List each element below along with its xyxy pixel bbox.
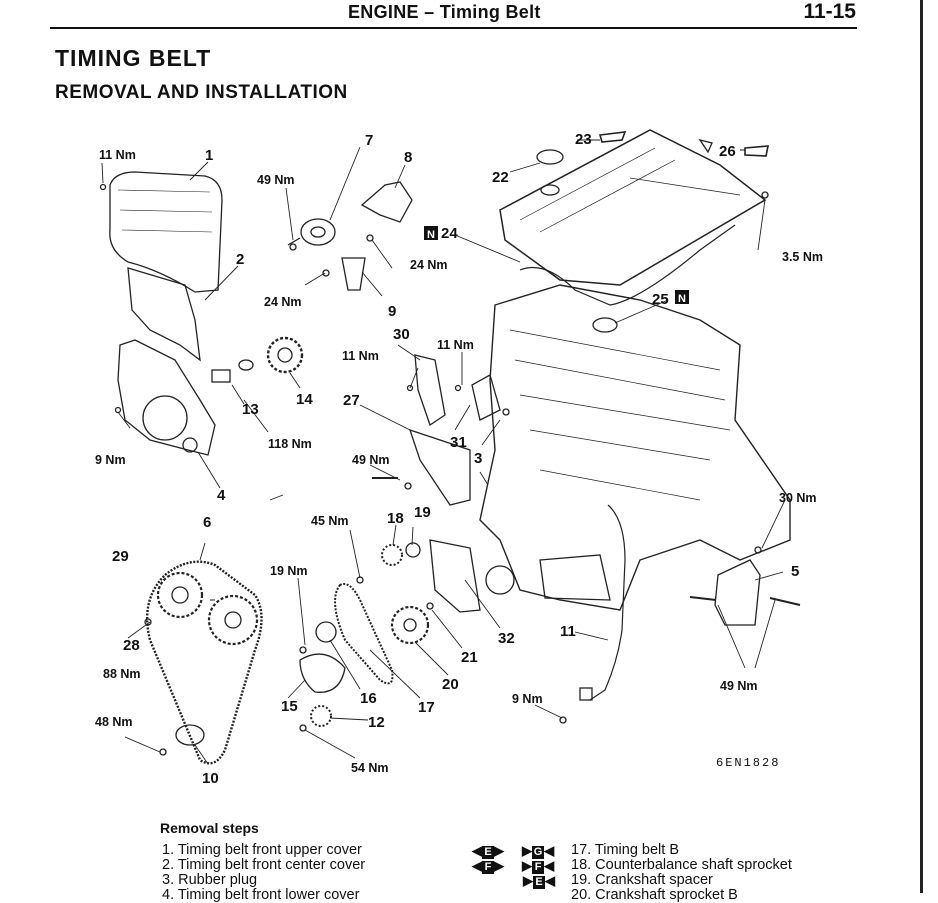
torque-11nm-upper-cover: 11 Nm [99, 148, 136, 162]
step-19: 19. Crankshaft spacer [571, 872, 713, 888]
callout-11: 11 [560, 623, 576, 640]
callout-12: 12 [368, 714, 385, 731]
torque-24nm-auto-tensioner: 24 Nm [410, 258, 448, 272]
torque-54nm: 54 Nm [351, 761, 389, 775]
figure-code: 6EN1828 [716, 756, 780, 770]
lower-cover-shape [117, 339, 216, 456]
torque-88nm: 88 Nm [103, 667, 141, 681]
callout-3: 3 [474, 450, 482, 467]
callout-19: 19 [414, 504, 431, 521]
n-marker-25-box [675, 290, 689, 304]
torque-24nm-left: 24 Nm [264, 295, 302, 309]
callout-9: 9 [388, 303, 396, 320]
callout-27: 27 [343, 392, 360, 409]
callout-1: 1 [205, 147, 213, 164]
callout-18: 18 [387, 510, 404, 527]
callout-28: 28 [123, 637, 140, 654]
remove-symbol-17: G [532, 846, 545, 859]
callout-32: 32 [498, 630, 515, 647]
torque-49nm-tensioner: 49 Nm [257, 173, 295, 187]
rocker-cover-shape [499, 129, 767, 286]
n-marker-24-box [424, 226, 438, 240]
remove-symbol-19: E [533, 876, 545, 889]
step-17: 17. Timing belt B [571, 842, 679, 858]
torque-9nm-lower-cover: 9 Nm [95, 453, 126, 467]
torque-11nm-plate: 11 Nm [437, 338, 474, 352]
leader-lines [101, 139, 786, 765]
torque-30nm: 30 Nm [779, 491, 817, 505]
part-number-labels: 1 2 3 4 5 6 7 8 9 10 11 12 13 14 15 16 1… [112, 131, 799, 787]
step-3: 3. Rubber plug [162, 872, 258, 888]
callout-6: 6 [203, 514, 211, 531]
callout-8: 8 [404, 149, 412, 166]
n-marker-25: N [678, 293, 686, 305]
symbol-row-18: ◀F▶ ▶F◀ [472, 858, 555, 874]
torque-49nm-mount: 49 Nm [720, 679, 758, 693]
callout-14: 14 [296, 391, 313, 408]
page-number: 11-15 [803, 0, 856, 23]
callout-5: 5 [791, 563, 799, 580]
callout-15: 15 [281, 698, 298, 715]
symbol-row-17: ◀E▶ ▶G◀ [472, 843, 555, 859]
step-2: 2. Timing belt front center cover [162, 857, 366, 873]
removal-steps-title: Removal steps [160, 820, 259, 836]
torque-19nm: 19 Nm [270, 564, 308, 578]
section-title: TIMING BELT [55, 45, 212, 71]
install-symbol-18: F [482, 861, 494, 874]
callout-24: 24 [441, 225, 458, 242]
torque-118nm: 118 Nm [268, 437, 312, 451]
callout-22: 22 [492, 169, 509, 186]
torque-labels: 11 Nm 49 Nm 24 Nm 24 Nm 3.5 Nm 11 Nm 11 … [95, 148, 823, 775]
callout-16: 16 [360, 690, 377, 707]
engine-block-shape [479, 284, 791, 611]
diagram-drawing [99, 129, 801, 765]
callout-23: 23 [575, 131, 592, 148]
torque-11nm-bracket: 11 Nm [342, 349, 379, 363]
callout-30: 30 [393, 326, 410, 343]
n-marker-24: N [427, 229, 435, 241]
torque-3-5nm: 3.5 Nm [782, 250, 823, 264]
callout-21: 21 [461, 649, 478, 666]
header-title: ENGINE – Timing Belt [348, 2, 541, 22]
remove-symbol-18: F [532, 861, 545, 874]
step-4: 4. Timing belt front lower cover [162, 887, 360, 903]
torque-49nm-bracket: 49 Nm [352, 453, 390, 467]
callout-10: 10 [202, 770, 219, 787]
step-20: 20. Crankshaft sprocket B [571, 887, 738, 903]
callout-13: 13 [242, 401, 259, 418]
callout-26: 26 [719, 143, 736, 160]
header-rule [50, 27, 857, 29]
torque-9nm-sensor: 9 Nm [512, 692, 543, 706]
step-1: 1. Timing belt front upper cover [162, 842, 362, 858]
step-18: 18. Counterbalance shaft sprocket [571, 857, 792, 873]
boxed-n-markers: N N [424, 226, 689, 305]
upper-cover-shape [109, 171, 223, 293]
callout-20: 20 [442, 676, 459, 693]
callout-31: 31 [450, 434, 467, 451]
section-subtitle: REMOVAL AND INSTALLATION [55, 82, 348, 103]
callout-2: 2 [236, 251, 244, 268]
install-symbol-17: E [482, 846, 494, 859]
callout-25: 25 [652, 291, 669, 308]
torque-48nm: 48 Nm [95, 715, 133, 729]
callout-7: 7 [365, 132, 373, 149]
page-edge-rule [920, 0, 923, 893]
callout-4: 4 [217, 487, 226, 504]
torque-45nm: 45 Nm [311, 514, 349, 528]
callout-29: 29 [112, 548, 129, 565]
callout-17: 17 [418, 699, 435, 716]
symbol-row-19: ▶E◀ [523, 873, 555, 889]
center-cover-shape [127, 267, 201, 362]
